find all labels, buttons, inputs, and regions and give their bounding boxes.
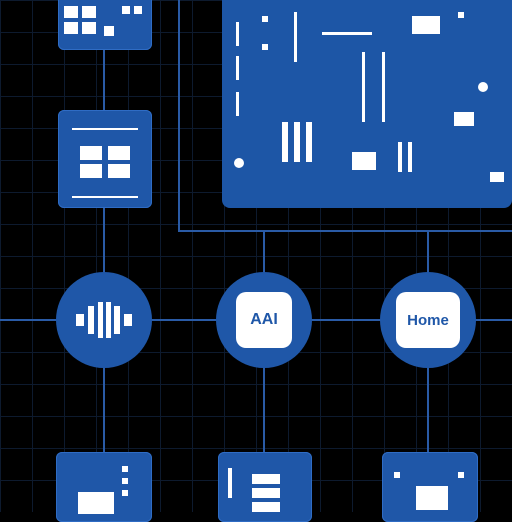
wire-board-frame-bottom <box>178 230 512 232</box>
circuit-board <box>222 0 512 208</box>
bottom-center-module <box>218 452 312 522</box>
top-left-module <box>58 0 152 50</box>
window-module <box>58 110 152 208</box>
node-left[interactable] <box>56 272 152 368</box>
waveform-icon <box>76 302 132 338</box>
home-chip-label: Home <box>396 292 460 348</box>
wire-board-frame-left <box>178 0 180 232</box>
wire-left-vertical <box>103 50 105 460</box>
node-right[interactable]: Home <box>380 272 476 368</box>
bottom-right-module <box>382 452 478 522</box>
bottom-left-module <box>56 452 152 522</box>
window-icon <box>80 146 102 160</box>
node-center[interactable]: AAI <box>216 272 312 368</box>
aai-chip-label: AAI <box>236 292 292 348</box>
